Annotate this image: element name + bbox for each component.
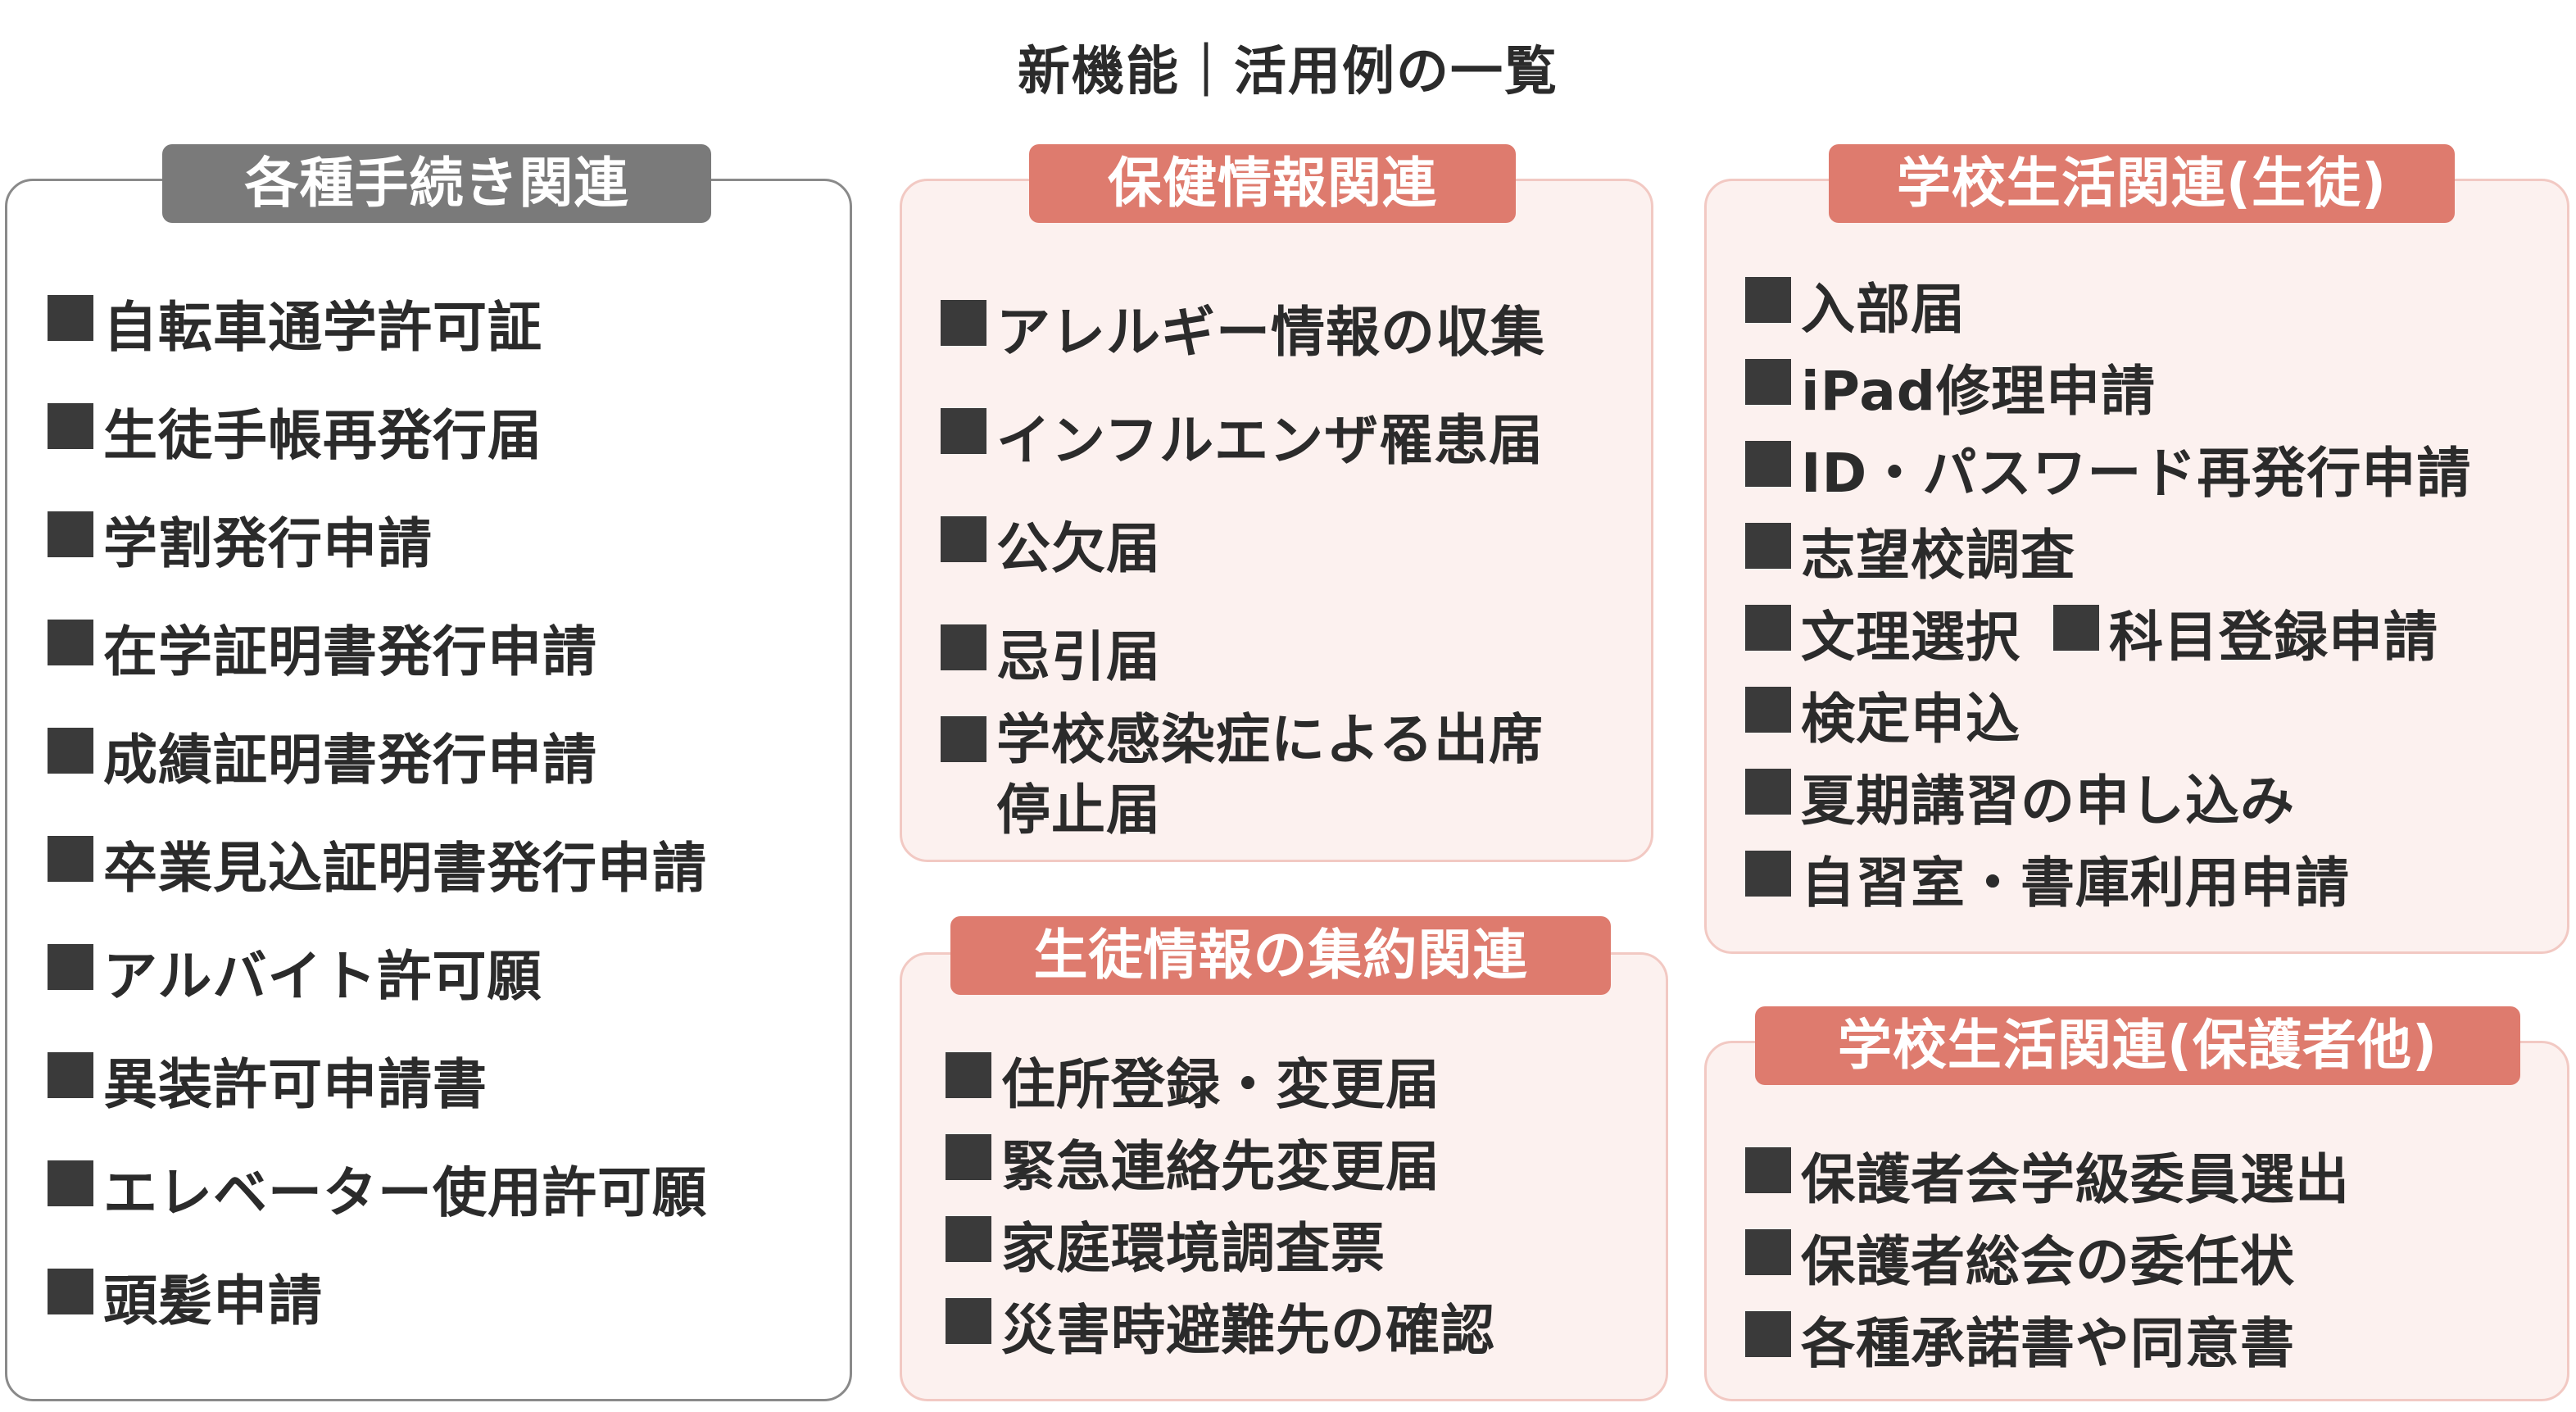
list-item: インフルエンザ罹患届 — [941, 397, 1545, 505]
school-life-guardians-list: 保護者会学級委員選出 保護者総会の委任状 各種承諾書や同意書 — [1745, 1136, 2350, 1382]
square-bullet-icon — [1745, 1229, 1791, 1275]
school-life-guardians-label: 学校生活関連(保護者他) — [1755, 1006, 2520, 1085]
square-bullet-icon — [941, 300, 986, 346]
square-bullet-icon — [1745, 687, 1791, 733]
list-item: 家庭環境調査票 — [946, 1205, 1495, 1287]
list-item: 異装許可申請書 — [48, 1041, 707, 1149]
page-title: 新機能｜活用例の一覧 — [1018, 42, 1558, 102]
square-bullet-icon — [1745, 277, 1791, 323]
square-bullet-icon — [48, 944, 93, 990]
square-bullet-icon — [48, 403, 93, 449]
square-bullet-icon — [1745, 441, 1791, 487]
student-info-panel — [900, 952, 1668, 1401]
square-bullet-icon — [48, 836, 93, 882]
list-item: 生徒手帳再発行届 — [48, 392, 707, 500]
square-bullet-icon — [946, 1216, 991, 1262]
health-list: アレルギー情報の収集 インフルエンザ罹患届 公欠届 忌引届 学校感染症による出席… — [941, 288, 1545, 846]
procedures-list: 自転車通学許可証 生徒手帳再発行届 学割発行申請 在学証明書発行申請 成績証明書… — [48, 284, 707, 1365]
square-bullet-icon — [941, 408, 986, 454]
square-bullet-icon — [1745, 359, 1791, 405]
square-bullet-icon — [946, 1134, 991, 1180]
square-bullet-icon — [941, 716, 986, 762]
list-item: 住所登録・変更届 — [946, 1041, 1495, 1123]
student-info-list: 住所登録・変更届 緊急連絡先変更届 家庭環境調査票 災害時避難先の確認 — [946, 1041, 1495, 1369]
square-bullet-icon — [48, 1160, 93, 1206]
square-bullet-icon — [48, 1269, 93, 1314]
square-bullet-icon — [1745, 523, 1791, 569]
list-item: 公欠届 — [941, 505, 1545, 613]
square-bullet-icon — [946, 1052, 991, 1098]
list-item: 文理選択 科目登録申請 — [1745, 593, 2471, 675]
school-life-students-panel — [1704, 179, 2569, 954]
list-item: アレルギー情報の収集 — [941, 288, 1545, 397]
list-item: 志望校調査 — [1745, 511, 2471, 593]
list-item: 学校感染症による出席 停止届 — [941, 705, 1545, 846]
square-bullet-icon — [941, 516, 986, 562]
list-item: 成績証明書発行申請 — [48, 716, 707, 824]
square-bullet-icon — [1745, 1311, 1791, 1357]
list-item: 学割発行申請 — [48, 500, 707, 608]
list-item: iPad修理申請 — [1745, 347, 2471, 429]
square-bullet-icon — [48, 1052, 93, 1098]
list-item: ID・パスワード再発行申請 — [1745, 429, 2471, 511]
square-bullet-icon — [48, 511, 93, 557]
square-bullet-icon — [2053, 605, 2099, 651]
list-item: 保護者総会の委任状 — [1745, 1218, 2350, 1300]
square-bullet-icon — [1745, 851, 1791, 897]
list-item: 卒業見込証明書発行申請 — [48, 824, 707, 933]
list-item: アルバイト許可願 — [48, 933, 707, 1041]
list-item: 保護者会学級委員選出 — [1745, 1136, 2350, 1218]
square-bullet-icon — [1745, 1147, 1791, 1193]
list-item: 入部届 — [1745, 266, 2471, 347]
list-item: エレベーター使用許可願 — [48, 1149, 707, 1257]
list-item: 頭髪申請 — [48, 1257, 707, 1365]
list-item: 災害時避難先の確認 — [946, 1287, 1495, 1369]
square-bullet-icon — [941, 624, 986, 670]
square-bullet-icon — [48, 620, 93, 665]
list-item: 自習室・書庫利用申請 — [1745, 839, 2471, 921]
list-item: 緊急連絡先変更届 — [946, 1123, 1495, 1205]
list-item: 各種承諾書や同意書 — [1745, 1300, 2350, 1382]
health-label: 保健情報関連 — [1029, 144, 1516, 223]
square-bullet-icon — [48, 295, 93, 341]
list-item: 忌引届 — [941, 613, 1545, 705]
procedures-label: 各種手続き関連 — [162, 144, 711, 223]
square-bullet-icon — [1745, 769, 1791, 815]
list-item: 検定申込 — [1745, 675, 2471, 757]
school-life-guardians-panel — [1704, 1041, 2569, 1401]
list-item: 自転車通学許可証 — [48, 284, 707, 392]
square-bullet-icon — [946, 1298, 991, 1344]
square-bullet-icon — [48, 728, 93, 774]
list-item: 在学証明書発行申請 — [48, 608, 707, 716]
student-info-label: 生徒情報の集約関連 — [950, 916, 1611, 995]
list-item: 夏期講習の申し込み — [1745, 757, 2471, 839]
school-life-students-label: 学校生活関連(生徒) — [1829, 144, 2455, 223]
health-panel — [900, 179, 1653, 862]
procedures-panel — [5, 179, 852, 1401]
school-life-students-list: 入部届 iPad修理申請 ID・パスワード再発行申請 志望校調査 文理選択 科目… — [1745, 266, 2471, 921]
square-bullet-icon — [1745, 605, 1791, 651]
